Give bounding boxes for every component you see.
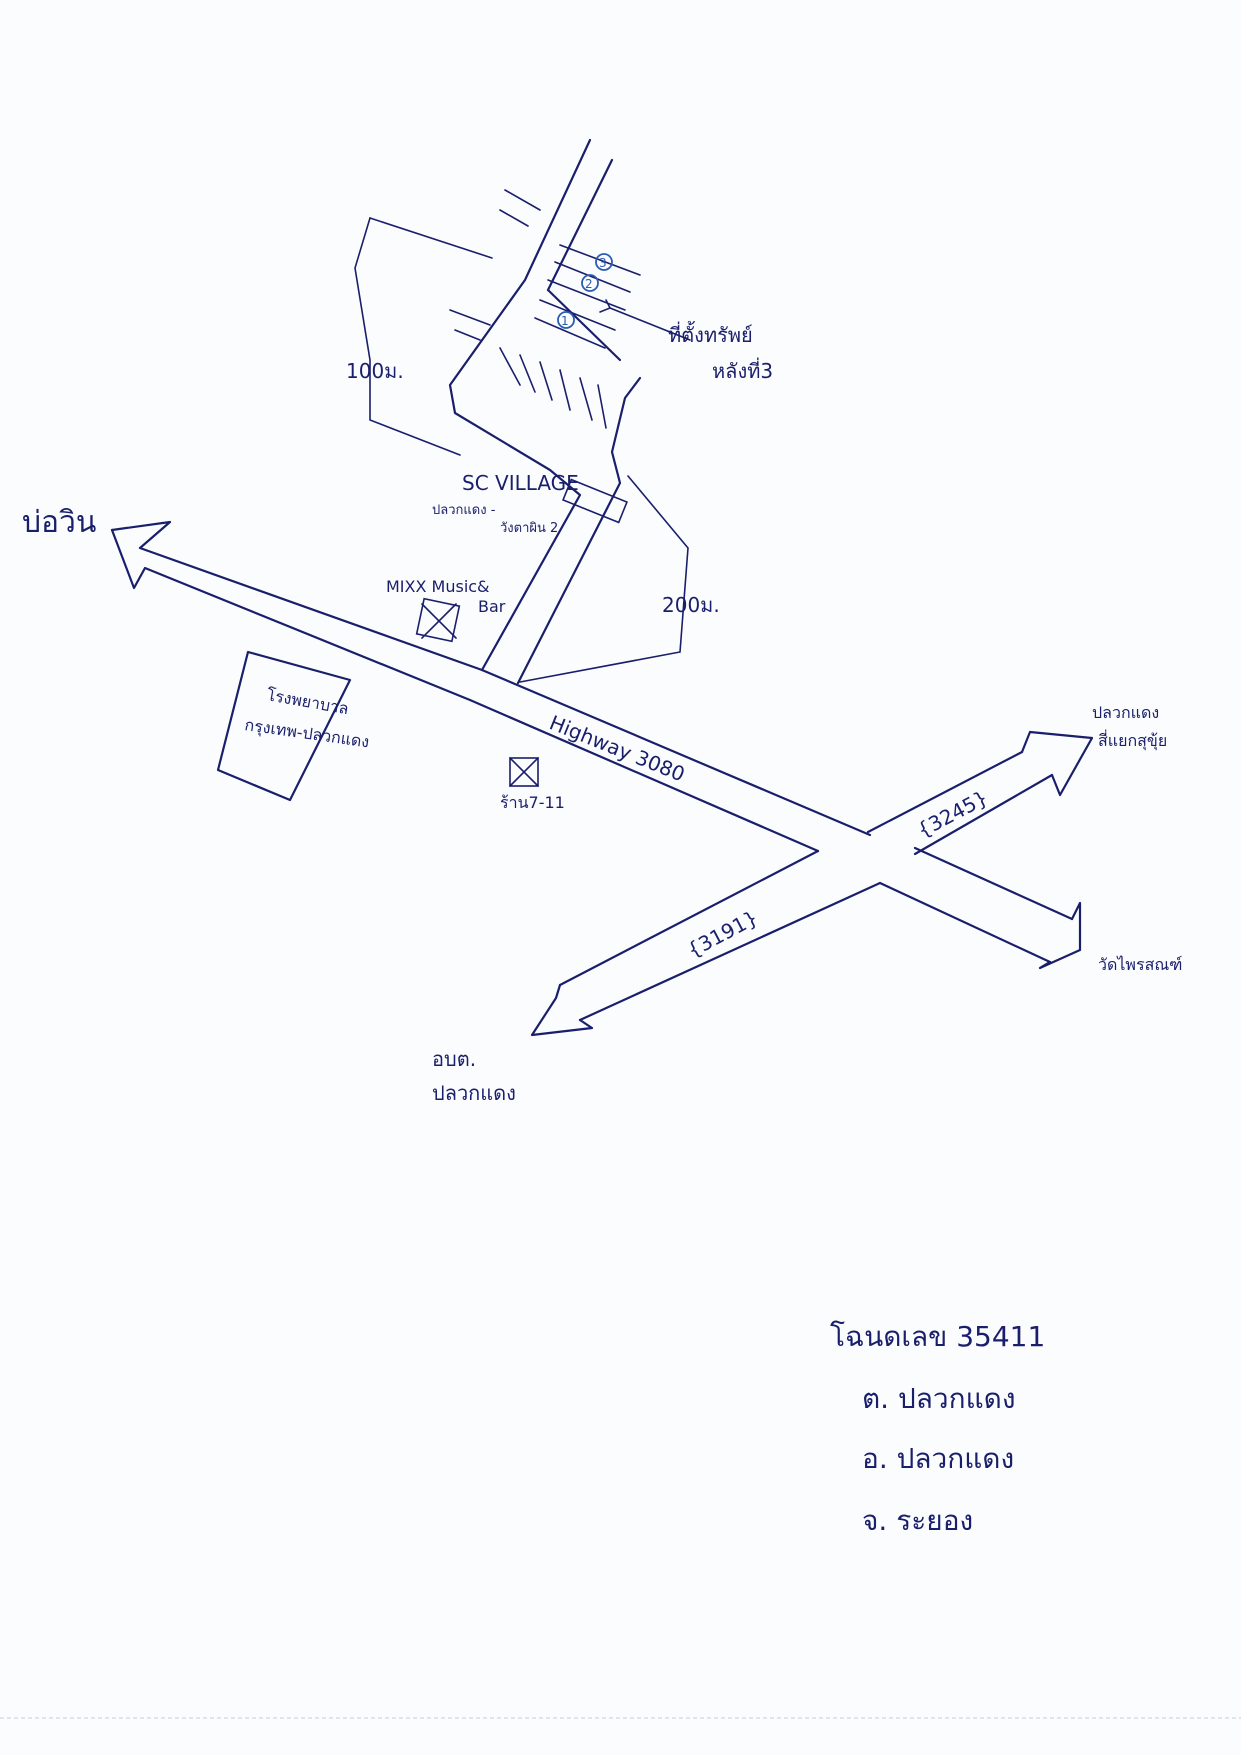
destination-right-lower: วัดไพรสณฑ์	[1098, 955, 1182, 974]
legend-province: จ. ระยอง	[862, 1504, 973, 1537]
svg-text:1: 1	[561, 314, 569, 328]
legend-district: อ. ปลวกแดง	[862, 1442, 1014, 1475]
road-3245	[866, 730, 1094, 856]
bar-name-line1: MIXX Music&	[386, 577, 490, 596]
village-sub-line2: วังตาผิน 2	[500, 521, 558, 536]
legend-deed-number: โฉนดเลข 35411	[830, 1320, 1045, 1353]
hospital-block	[216, 650, 352, 802]
road-3245-label: {3245}	[913, 785, 992, 842]
village-soi-road	[448, 138, 642, 685]
hospital-name-line2: กรุงเทพ-ปลวกแดง	[243, 715, 370, 752]
property-label-line1: ที่ตั้งทรัพย์	[668, 321, 753, 347]
plot-badge-2: 2	[581, 274, 599, 292]
destination-bottom-line1: อบต.	[432, 1047, 476, 1071]
property-label-line2: หลังที่3	[712, 357, 773, 383]
distance-200m-label: 200ม.	[662, 593, 720, 617]
distance-100m-label: 100ม.	[346, 359, 404, 383]
plot-badge-3: 3	[595, 253, 613, 271]
distance-bracket-100m	[354, 217, 493, 456]
property-pointer-head	[599, 299, 612, 313]
svg-text:2: 2	[585, 277, 593, 291]
svg-text:3: 3	[599, 256, 607, 270]
distance-bracket-200m	[519, 475, 689, 683]
destination-right-upper-line2: สี่แยกสุขุ้ย	[1098, 729, 1167, 751]
shop-name: ร้าน7-11	[500, 793, 565, 812]
shop-marker-icon	[509, 757, 539, 787]
legend-subdistrict: ต. ปลวกแดง	[862, 1382, 1016, 1415]
highway-3080-road	[110, 520, 1082, 970]
destination-bottom-line2: ปลวกแดง	[432, 1081, 516, 1105]
plot-badge-1: 1	[557, 311, 575, 329]
hospital-name-line1: โรงพยาบาล	[265, 685, 350, 718]
village-sub-line1: ปลวกแดง -	[432, 503, 496, 518]
bar-marker-icon	[415, 597, 461, 643]
road-3191	[530, 849, 882, 1037]
bar-name-line2: Bar	[478, 597, 506, 616]
destination-right-upper-line1: ปลวกแดง	[1092, 703, 1159, 722]
property-pointer	[609, 307, 691, 341]
village-name: SC VILLAGE	[462, 471, 579, 495]
destination-bo-win: บ่อวิน	[22, 505, 96, 540]
